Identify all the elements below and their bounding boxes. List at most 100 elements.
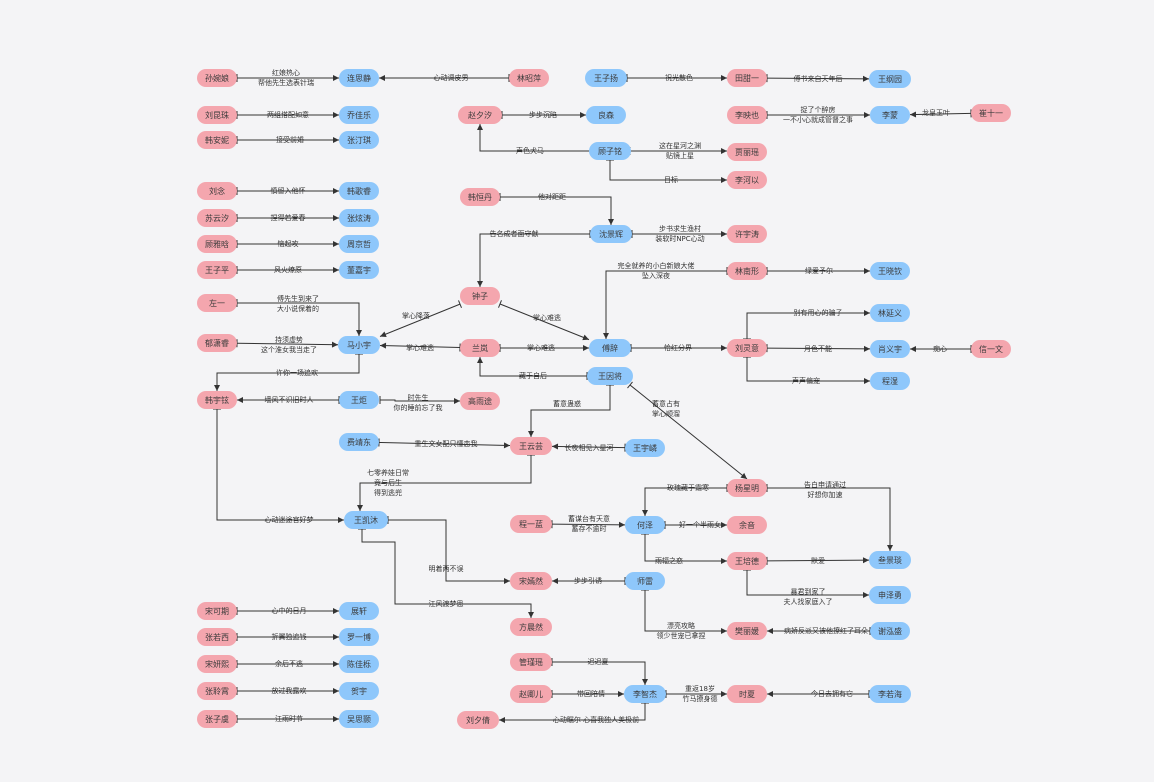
character-node-n3[interactable]: 林昭萍: [509, 69, 549, 87]
edge-arrowhead: [740, 472, 747, 479]
character-node-n32[interactable]: 左一: [197, 294, 237, 312]
character-node-n72[interactable]: 谢泓盛: [870, 622, 910, 640]
character-node-n47[interactable]: 费靖东: [339, 433, 379, 451]
character-node-n12[interactable]: 李河以: [727, 171, 767, 189]
character-node-n35[interactable]: 马小宇: [338, 336, 380, 354]
relationship-edge: [551, 445, 626, 449]
character-node-n68[interactable]: 贺宇: [339, 682, 379, 700]
character-node-n74[interactable]: 赵卿儿: [510, 685, 552, 703]
character-node-n19[interactable]: 刘念: [197, 182, 237, 200]
character-node-n20[interactable]: 韩歌睿: [339, 182, 379, 200]
character-node-n71[interactable]: 樊丽媛: [727, 622, 767, 640]
character-node-n21[interactable]: 苏云汐: [197, 209, 237, 227]
character-node-n30[interactable]: 林南形: [727, 262, 767, 280]
character-node-n52[interactable]: 程一蓝: [510, 515, 552, 533]
edge-label: 心动迷途官好梦: [264, 516, 314, 524]
character-node-n29[interactable]: 许宇涛: [727, 225, 767, 243]
character-node-n8[interactable]: 赵夕汐: [458, 106, 502, 124]
character-node-n51[interactable]: 王凯沐: [344, 511, 388, 529]
character-node-n67[interactable]: 张聆霄: [197, 682, 237, 700]
character-node-n73[interactable]: 管瑾瑶: [510, 653, 552, 671]
character-node-n40[interactable]: 肖义宇: [870, 340, 910, 358]
relationship-edge: [479, 357, 587, 377]
character-node-n5[interactable]: 乔佳乐: [339, 106, 379, 124]
character-node-n65[interactable]: 宋妍熙: [197, 655, 237, 673]
character-node-n66[interactable]: 陈佳栎: [339, 655, 379, 673]
character-node-n15[interactable]: 王纲园: [869, 70, 911, 88]
character-node-n43[interactable]: 王因将: [587, 367, 633, 385]
edge-label: 病娇反派又被他撩红了耳朵: [784, 627, 868, 635]
edge-label: 墙风不识旧时人: [264, 396, 314, 404]
character-node-n33[interactable]: 钟子: [460, 287, 500, 305]
character-node-n57[interactable]: 宋嫣然: [510, 572, 552, 590]
edge-arrowhead: [721, 691, 727, 697]
character-node-n64[interactable]: 罗一博: [339, 628, 379, 646]
character-node-n39[interactable]: 林延义: [870, 304, 910, 322]
character-node-n34[interactable]: 郁潇睿: [197, 334, 237, 352]
edge-label: 告白申请通过 好想你加速: [804, 481, 846, 499]
character-node-n31[interactable]: 王晓钦: [870, 262, 910, 280]
character-node-n62[interactable]: 展轩: [339, 602, 379, 620]
edge-arrowhead: [721, 628, 727, 634]
character-node-n22[interactable]: 张炫涛: [339, 209, 379, 227]
character-node-n18[interactable]: 崔十一: [971, 104, 1011, 122]
character-node-n26[interactable]: 董嘉宇: [339, 261, 379, 279]
edge-arrowhead: [237, 397, 243, 403]
character-node-n59[interactable]: 申泽勇: [869, 586, 911, 604]
character-node-n61[interactable]: 宋可期: [197, 602, 237, 620]
character-node-n77[interactable]: 时夏: [727, 685, 767, 703]
character-node-n49[interactable]: 王宇嶙: [625, 439, 665, 457]
character-node-n69[interactable]: 张子虞: [197, 710, 237, 728]
character-node-n48[interactable]: 王云芸: [510, 437, 552, 455]
character-node-n58[interactable]: 师雷: [625, 572, 665, 590]
character-node-n53[interactable]: 何泽: [625, 516, 665, 534]
edge-arrowhead: [583, 345, 589, 351]
character-node-n27[interactable]: 韩恒丹: [460, 188, 500, 206]
edge-label: 声声偏宠: [792, 377, 820, 385]
character-node-n11[interactable]: 贾丽瑶: [727, 143, 767, 161]
edge-arrowhead: [910, 111, 917, 118]
character-node-n16[interactable]: 李映也: [727, 106, 767, 124]
edge-arrowhead: [338, 517, 344, 523]
character-node-n9[interactable]: 良森: [586, 106, 626, 124]
character-node-n63[interactable]: 张若西: [197, 628, 237, 646]
character-node-n13[interactable]: 王子扬: [585, 69, 627, 87]
character-node-n7[interactable]: 张汀琪: [339, 131, 379, 149]
character-node-n56[interactable]: 叁景琰: [869, 551, 911, 569]
character-node-n76[interactable]: 刘夕倩: [457, 711, 499, 729]
character-node-n60[interactable]: 方晨然: [510, 618, 552, 636]
character-node-n50[interactable]: 杨星明: [727, 479, 767, 497]
character-node-n78[interactable]: 李若海: [869, 685, 911, 703]
character-node-n42[interactable]: 程湿: [870, 372, 910, 390]
character-node-n55[interactable]: 王培德: [727, 552, 767, 570]
character-node-n44[interactable]: 韩宇铉: [197, 391, 237, 409]
character-node-n36[interactable]: 兰岚: [460, 339, 500, 357]
character-node-n1[interactable]: 孙婉娘: [197, 69, 237, 87]
character-node-n25[interactable]: 王子平: [197, 261, 237, 279]
edge-arrowhead: [863, 345, 870, 352]
character-node-n24[interactable]: 周京哲: [339, 235, 379, 253]
character-node-n10[interactable]: 顾子铭: [589, 142, 631, 160]
character-node-n54[interactable]: 余音: [727, 516, 767, 534]
edge-label: 蓄意蛊惑: [553, 400, 581, 408]
character-node-n75[interactable]: 李智杰: [624, 685, 666, 703]
edge-label: 蓄谋台有天意 蓄存不逾时: [568, 515, 610, 533]
character-node-n6[interactable]: 韩安妮: [197, 131, 237, 149]
character-node-n37[interactable]: 傅辞: [589, 339, 631, 357]
character-node-n28[interactable]: 沈景辉: [590, 225, 632, 243]
character-node-n14[interactable]: 田甜一: [727, 69, 767, 87]
character-node-n17[interactable]: 李蒙: [870, 106, 910, 124]
character-node-n46[interactable]: 高雨途: [460, 392, 500, 410]
character-node-n38[interactable]: 刘灵意: [727, 339, 767, 357]
edge-arrowhead: [582, 334, 589, 341]
character-node-n2[interactable]: 连思静: [339, 69, 379, 87]
character-node-n4[interactable]: 刘昆珠: [197, 106, 237, 124]
character-node-n23[interactable]: 顾雅晗: [197, 235, 237, 253]
edge-label: 告名成者面守献: [489, 230, 539, 238]
edge-arrowhead: [608, 219, 614, 225]
character-node-n70[interactable]: 吴思颢: [339, 710, 379, 728]
edge-arrowhead: [721, 75, 727, 81]
edge-label: 他对距距: [538, 193, 566, 201]
character-node-n45[interactable]: 王炬: [339, 391, 379, 409]
character-node-n41[interactable]: 信一文: [971, 340, 1011, 358]
